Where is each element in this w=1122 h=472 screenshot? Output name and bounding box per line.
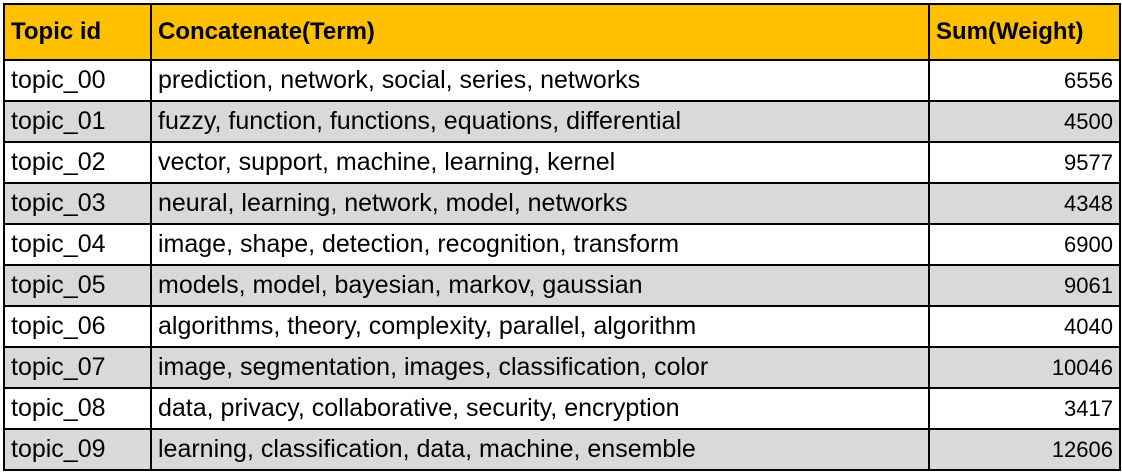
- cell-weight[interactable]: 4500: [928, 100, 1121, 143]
- table-row: topic_03 neural, learning, network, mode…: [3, 182, 1121, 225]
- header-topic-id[interactable]: Topic id: [3, 3, 152, 61]
- cell-topic-id[interactable]: topic_02: [3, 141, 152, 184]
- table-row: topic_04 image, shape, detection, recogn…: [3, 223, 1121, 266]
- topic-weight-table: Topic id Concatenate(Term) Sum(Weight) t…: [3, 3, 1121, 471]
- cell-topic-id[interactable]: topic_01: [3, 100, 152, 143]
- cell-weight[interactable]: 9061: [928, 264, 1121, 307]
- table-row: topic_02 vector, support, machine, learn…: [3, 141, 1121, 184]
- cell-weight[interactable]: 4348: [928, 182, 1121, 225]
- cell-weight[interactable]: 12606: [928, 428, 1121, 471]
- cell-topic-id[interactable]: topic_06: [3, 305, 152, 348]
- table-row: topic_01 fuzzy, function, functions, equ…: [3, 100, 1121, 143]
- cell-terms[interactable]: image, segmentation, images, classificat…: [150, 346, 930, 389]
- cell-terms[interactable]: models, model, bayesian, markov, gaussia…: [150, 264, 930, 307]
- cell-topic-id[interactable]: topic_04: [3, 223, 152, 266]
- table-row: topic_05 models, model, bayesian, markov…: [3, 264, 1121, 307]
- cell-terms[interactable]: neural, learning, network, model, networ…: [150, 182, 930, 225]
- header-concatenate-term[interactable]: Concatenate(Term): [150, 3, 930, 61]
- table-header-row: Topic id Concatenate(Term) Sum(Weight): [3, 3, 1121, 61]
- header-sum-weight[interactable]: Sum(Weight): [928, 3, 1121, 61]
- cell-weight[interactable]: 6556: [928, 59, 1121, 102]
- table-row: topic_00 prediction, network, social, se…: [3, 59, 1121, 102]
- table-row: topic_08 data, privacy, collaborative, s…: [3, 387, 1121, 430]
- cell-weight[interactable]: 9577: [928, 141, 1121, 184]
- table-row: topic_09 learning, classification, data,…: [3, 428, 1121, 471]
- table-row: topic_06 algorithms, theory, complexity,…: [3, 305, 1121, 348]
- cell-terms[interactable]: image, shape, detection, recognition, tr…: [150, 223, 930, 266]
- cell-topic-id[interactable]: topic_03: [3, 182, 152, 225]
- spreadsheet-area: Topic id Concatenate(Term) Sum(Weight) t…: [3, 3, 1121, 471]
- cell-topic-id[interactable]: topic_09: [3, 428, 152, 471]
- cell-topic-id[interactable]: topic_08: [3, 387, 152, 430]
- table-row: topic_07 image, segmentation, images, cl…: [3, 346, 1121, 389]
- cell-weight[interactable]: 10046: [928, 346, 1121, 389]
- cell-topic-id[interactable]: topic_07: [3, 346, 152, 389]
- cell-weight[interactable]: 4040: [928, 305, 1121, 348]
- cell-weight[interactable]: 6900: [928, 223, 1121, 266]
- cell-topic-id[interactable]: topic_05: [3, 264, 152, 307]
- cell-terms[interactable]: prediction, network, social, series, net…: [150, 59, 930, 102]
- cell-topic-id[interactable]: topic_00: [3, 59, 152, 102]
- cell-terms[interactable]: data, privacy, collaborative, security, …: [150, 387, 930, 430]
- cell-terms[interactable]: learning, classification, data, machine,…: [150, 428, 930, 471]
- cell-terms[interactable]: algorithms, theory, complexity, parallel…: [150, 305, 930, 348]
- cell-terms[interactable]: fuzzy, function, functions, equations, d…: [150, 100, 930, 143]
- cell-weight[interactable]: 3417: [928, 387, 1121, 430]
- cell-terms[interactable]: vector, support, machine, learning, kern…: [150, 141, 930, 184]
